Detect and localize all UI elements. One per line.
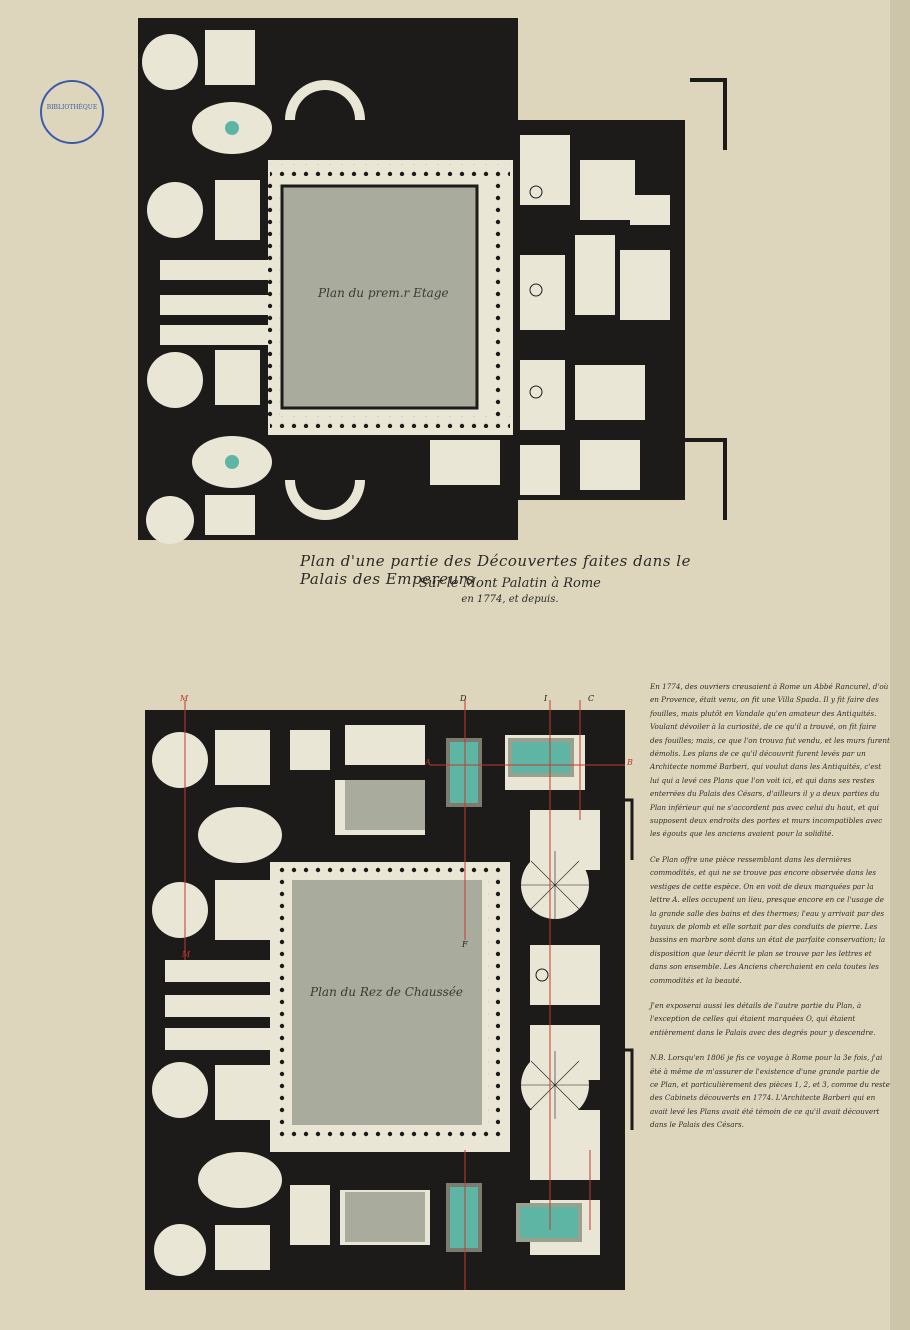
section-lines <box>184 700 625 1290</box>
section-letter: C <box>588 694 595 703</box>
lower-courtyard <box>292 880 482 1125</box>
handwritten-notes: En 1774, des ouvriers creusaient à Rome … <box>650 680 890 1144</box>
section-letter: A <box>425 758 431 767</box>
paper-edge <box>890 0 910 1330</box>
section-letter: F <box>462 940 468 949</box>
basin-icon <box>508 738 574 777</box>
fountain-icon <box>225 455 239 469</box>
basin-icon <box>446 1183 482 1252</box>
stamp-text: BIBLIOTHÈQUE <box>46 104 98 111</box>
fountain-icon <box>225 121 239 135</box>
upper-courtyard <box>280 184 479 410</box>
note-paragraph: N.B. Lorsqu'en 1806 je fis ce voyage à R… <box>650 1053 890 1130</box>
basin-icon <box>516 1203 582 1242</box>
note-paragraph: En 1774, des ouvriers creusaient à Rome … <box>650 682 890 839</box>
upper-plan-label: Plan du prem.r Etage <box>318 286 449 300</box>
section-letter: M <box>182 950 191 959</box>
section-letter: D <box>460 694 467 703</box>
section-letter: E <box>562 1275 568 1284</box>
note-paragraph: Ce Plan offre une pièce ressemblant dans… <box>650 854 886 985</box>
lower-plan-label: Plan du Rez de Chaussée <box>310 985 464 999</box>
lower-plan <box>145 700 634 1290</box>
section-letter: I <box>544 694 548 703</box>
drawing-subtitle: Sur le Mont Palatin à Rome <box>419 576 601 591</box>
drawing-title: Plan d'une partie des Découvertes faites… <box>300 552 691 588</box>
library-stamp: BIBLIOTHÈQUE <box>40 80 104 144</box>
section-letter: M <box>180 694 189 703</box>
upper-plan <box>138 18 727 544</box>
basin-icon <box>446 738 482 807</box>
drawing-date: en 1774, et depuis. <box>461 594 559 605</box>
section-letter: B <box>627 758 633 767</box>
note-paragraph: J'en exposerai aussi les détails de l'au… <box>650 1000 876 1037</box>
